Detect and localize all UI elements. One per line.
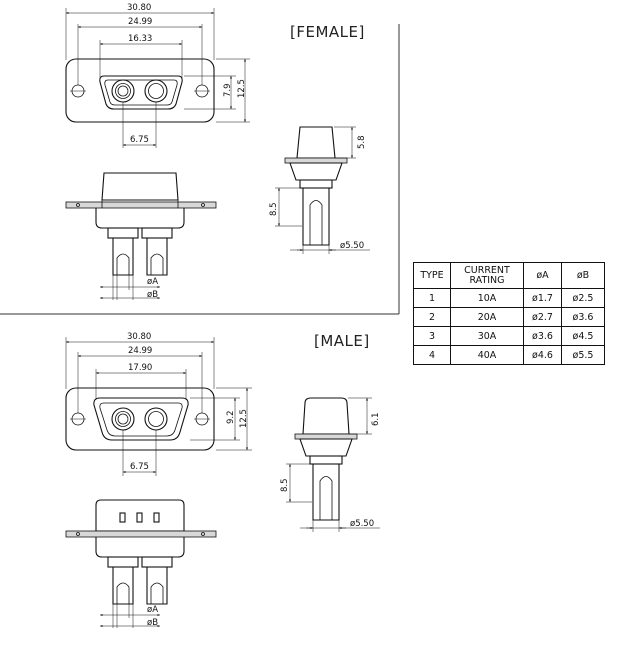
male-dimensions-top: 30.80 24.99 17.90 6.75 9.2 12.5	[65, 332, 252, 476]
table-row: 1 10A ø1.7 ø2.5	[413, 288, 605, 308]
female-front-view	[65, 58, 215, 123]
male-front-view	[65, 387, 215, 451]
male-dim-pin-spacing: 6.75	[130, 462, 149, 472]
header-current-rating: CURRENT RATING	[450, 262, 524, 289]
male-side-view	[65, 499, 217, 605]
female-dim-shell-width: 16.33	[128, 34, 152, 44]
cell-dia-a: ø4.6	[523, 345, 562, 365]
male-dim-contact-dia: ø5.50	[350, 519, 374, 529]
female-dim-overall-height: 12.5	[237, 79, 247, 98]
female-dim-contact-head: 5.8	[357, 135, 367, 149]
female-dim-pin-a: øA	[147, 277, 158, 287]
male-dim-shell-width: 17.90	[128, 363, 152, 373]
female-contact-detail: 5.8 8.5 ø5.50	[269, 126, 370, 254]
male-dim-hole-spacing: 24.99	[128, 346, 152, 356]
header-dia-b: øB	[561, 262, 605, 289]
male-title: [MALE]	[314, 332, 370, 350]
female-dim-shell-height: 7.9	[223, 83, 233, 97]
header-type: TYPE	[413, 262, 451, 289]
cell-type: 1	[413, 288, 451, 308]
male-dim-overall-height: 12.5	[239, 409, 249, 428]
cell-dia-b: ø4.5	[561, 326, 605, 346]
female-title: [FEMALE]	[290, 23, 365, 41]
spec-table: TYPE CURRENT RATING øA øB 1 10A ø1.7 ø2.…	[413, 262, 605, 365]
cell-rating: 20A	[450, 307, 524, 327]
cell-dia-a: ø2.7	[523, 307, 562, 327]
female-dim-contact-dia: ø5.50	[340, 241, 364, 251]
female-dim-hole-spacing: 24.99	[128, 17, 152, 27]
cell-dia-a: ø1.7	[523, 288, 562, 308]
male-dim-shell-height: 9.2	[226, 410, 236, 424]
table-row: 4 40A ø4.6 ø5.5	[413, 345, 605, 365]
female-dim-contact-tail: 8.5	[269, 202, 279, 216]
cell-dia-b: ø2.5	[561, 288, 605, 308]
male-dim-contact-tail: 8.5	[280, 478, 290, 492]
female-dim-pin-b: øB	[147, 290, 158, 300]
header-dia-a: øA	[523, 262, 562, 289]
male-contact-detail: 6.1 8.5 ø5.50	[280, 397, 381, 532]
male-dim-pin-a: øA	[147, 605, 158, 615]
female-dim-overall-width: 30.80	[127, 3, 151, 13]
cell-dia-a: ø3.6	[523, 326, 562, 346]
cell-dia-b: ø5.5	[561, 345, 605, 365]
male-section: [MALE] 30.80 24.99	[65, 332, 381, 628]
female-dim-pin-spacing: 6.75	[130, 135, 149, 145]
table-row: 2 20A ø2.7 ø3.6	[413, 307, 605, 327]
female-section: [FEMALE] 30.80 24.99	[65, 3, 370, 300]
cell-type: 2	[413, 307, 451, 327]
cell-rating: 30A	[450, 326, 524, 346]
male-dim-contact-head: 6.1	[371, 412, 381, 426]
table-row: 3 30A ø3.6 ø4.5	[413, 326, 605, 346]
female-side-view	[65, 172, 217, 276]
cell-rating: 10A	[450, 288, 524, 308]
cell-rating: 40A	[450, 345, 524, 365]
female-dimensions-top: 30.80 24.99 16.33 6.75 7.9 12.5	[65, 3, 250, 148]
male-dim-overall-width: 30.80	[127, 332, 151, 342]
male-dim-pin-b: øB	[147, 618, 158, 628]
cell-dia-b: ø3.6	[561, 307, 605, 327]
spec-table-header-row: TYPE CURRENT RATING øA øB	[413, 262, 605, 289]
male-pin-dimensions: øA øB	[100, 604, 160, 628]
cell-type: 4	[413, 345, 451, 365]
female-pin-dimensions: øA øB	[100, 275, 160, 300]
cell-type: 3	[413, 326, 451, 346]
